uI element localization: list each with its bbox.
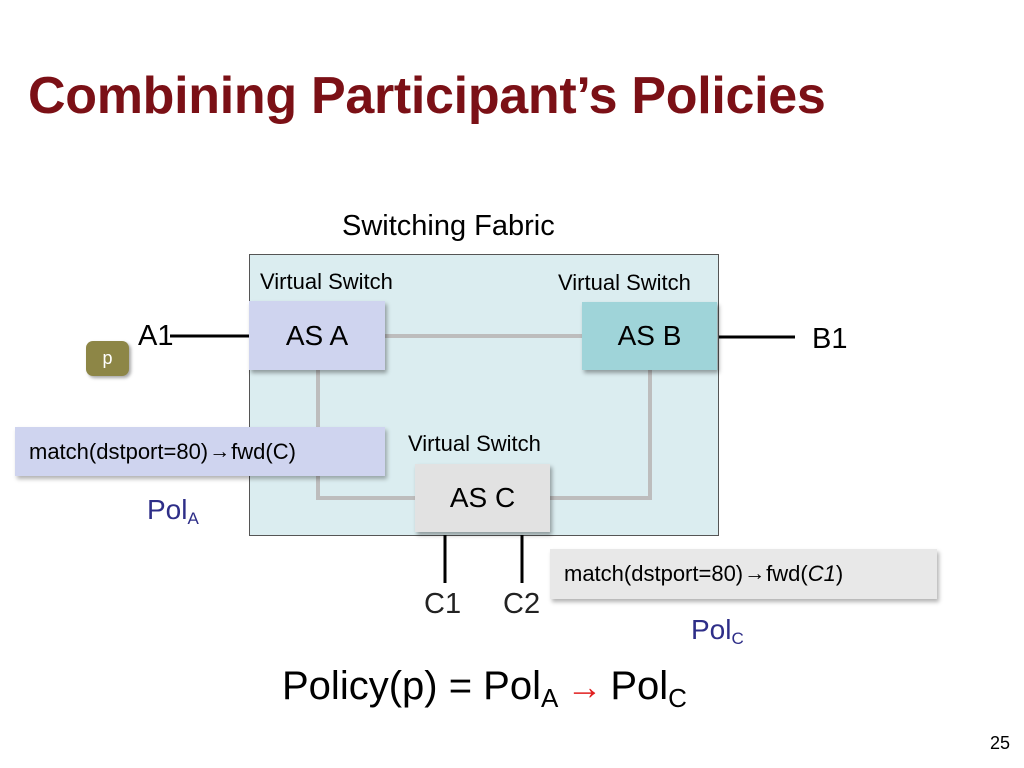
virtual-switch-as-c: AS C [415, 464, 550, 532]
policy-c-arrow-icon: → [744, 562, 766, 585]
policy-c-match: match(dstport=80) [564, 561, 744, 586]
formula-lhs: Policy(p) = Pol [282, 664, 541, 708]
policy-c-rule: match(dstport=80)→fwd(C1) [550, 549, 937, 599]
virtual-switch-label-c: Virtual Switch [408, 431, 541, 456]
slide-title: Combining Participant’s Policies [28, 67, 826, 125]
policy-c-subscript: C [731, 629, 744, 648]
formula-rhs-subscript: C [668, 683, 687, 713]
policy-c-action-suffix: ) [835, 561, 844, 586]
virtual-switch-as-b: AS B [582, 302, 717, 370]
slide-number: 25 [990, 733, 1011, 753]
policy-c-action-prefix: fwd( [766, 561, 808, 586]
policy-a-name: PolA [147, 494, 199, 528]
link-asb-asc [550, 370, 652, 500]
switching-fabric-label: Switching Fabric [342, 210, 555, 242]
policy-a-match: match(dstport=80) [29, 438, 209, 464]
link-asa-asc [316, 370, 415, 500]
virtual-switch-label-a: Virtual Switch [260, 269, 393, 294]
port-c2: C2 [503, 588, 541, 620]
formula-lhs-subscript: A [540, 683, 559, 713]
policy-c-name: PolC [691, 614, 744, 648]
virtual-switch-as-a: AS A [249, 301, 385, 370]
formula-rhs: Pol [610, 664, 669, 708]
port-a1: A1 [138, 320, 174, 352]
policy-a-rule: match(dstport=80)→fwd(C) [15, 427, 385, 476]
policy-a-subscript: A [187, 509, 199, 528]
policy-a-arrow-icon: → [209, 439, 231, 463]
formula-arrow-icon: → [566, 666, 603, 707]
policy-formula: Policy(p) = PolA→PolC [282, 664, 687, 714]
policy-a-action: fwd(C) [231, 438, 296, 464]
virtual-switch-label-b: Virtual Switch [558, 270, 691, 295]
port-c1: C1 [424, 588, 462, 620]
port-b1: B1 [812, 323, 848, 355]
policy-c-action-arg: C1 [807, 561, 836, 586]
packet-p: p [86, 341, 129, 376]
